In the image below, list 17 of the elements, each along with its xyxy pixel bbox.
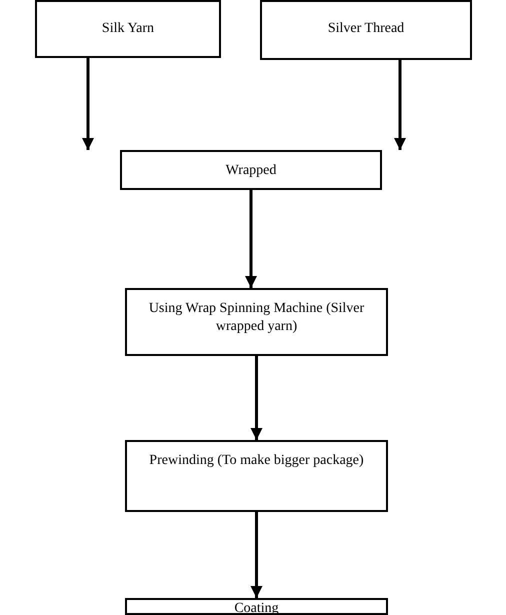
step-label: Using Wrap Spinning Machine (Silver wrapped yarn)	[148, 300, 366, 336]
arrow	[245, 190, 257, 288]
step-label: Wrapped	[226, 162, 276, 180]
step-label: Coating	[234, 600, 279, 615]
step-label: Prewinding (To make bigger package)	[149, 452, 364, 470]
process-box	[125, 598, 388, 615]
step-label: Silver Thread	[328, 20, 404, 38]
process-box	[125, 288, 388, 356]
process-box	[260, 0, 472, 60]
process-box	[125, 440, 388, 512]
process-box	[120, 150, 382, 190]
process-box	[35, 0, 221, 58]
arrow	[250, 512, 262, 598]
arrow	[394, 60, 406, 150]
step-label: Silk Yarn	[102, 20, 154, 38]
arrow	[82, 58, 94, 150]
arrow	[250, 356, 262, 440]
